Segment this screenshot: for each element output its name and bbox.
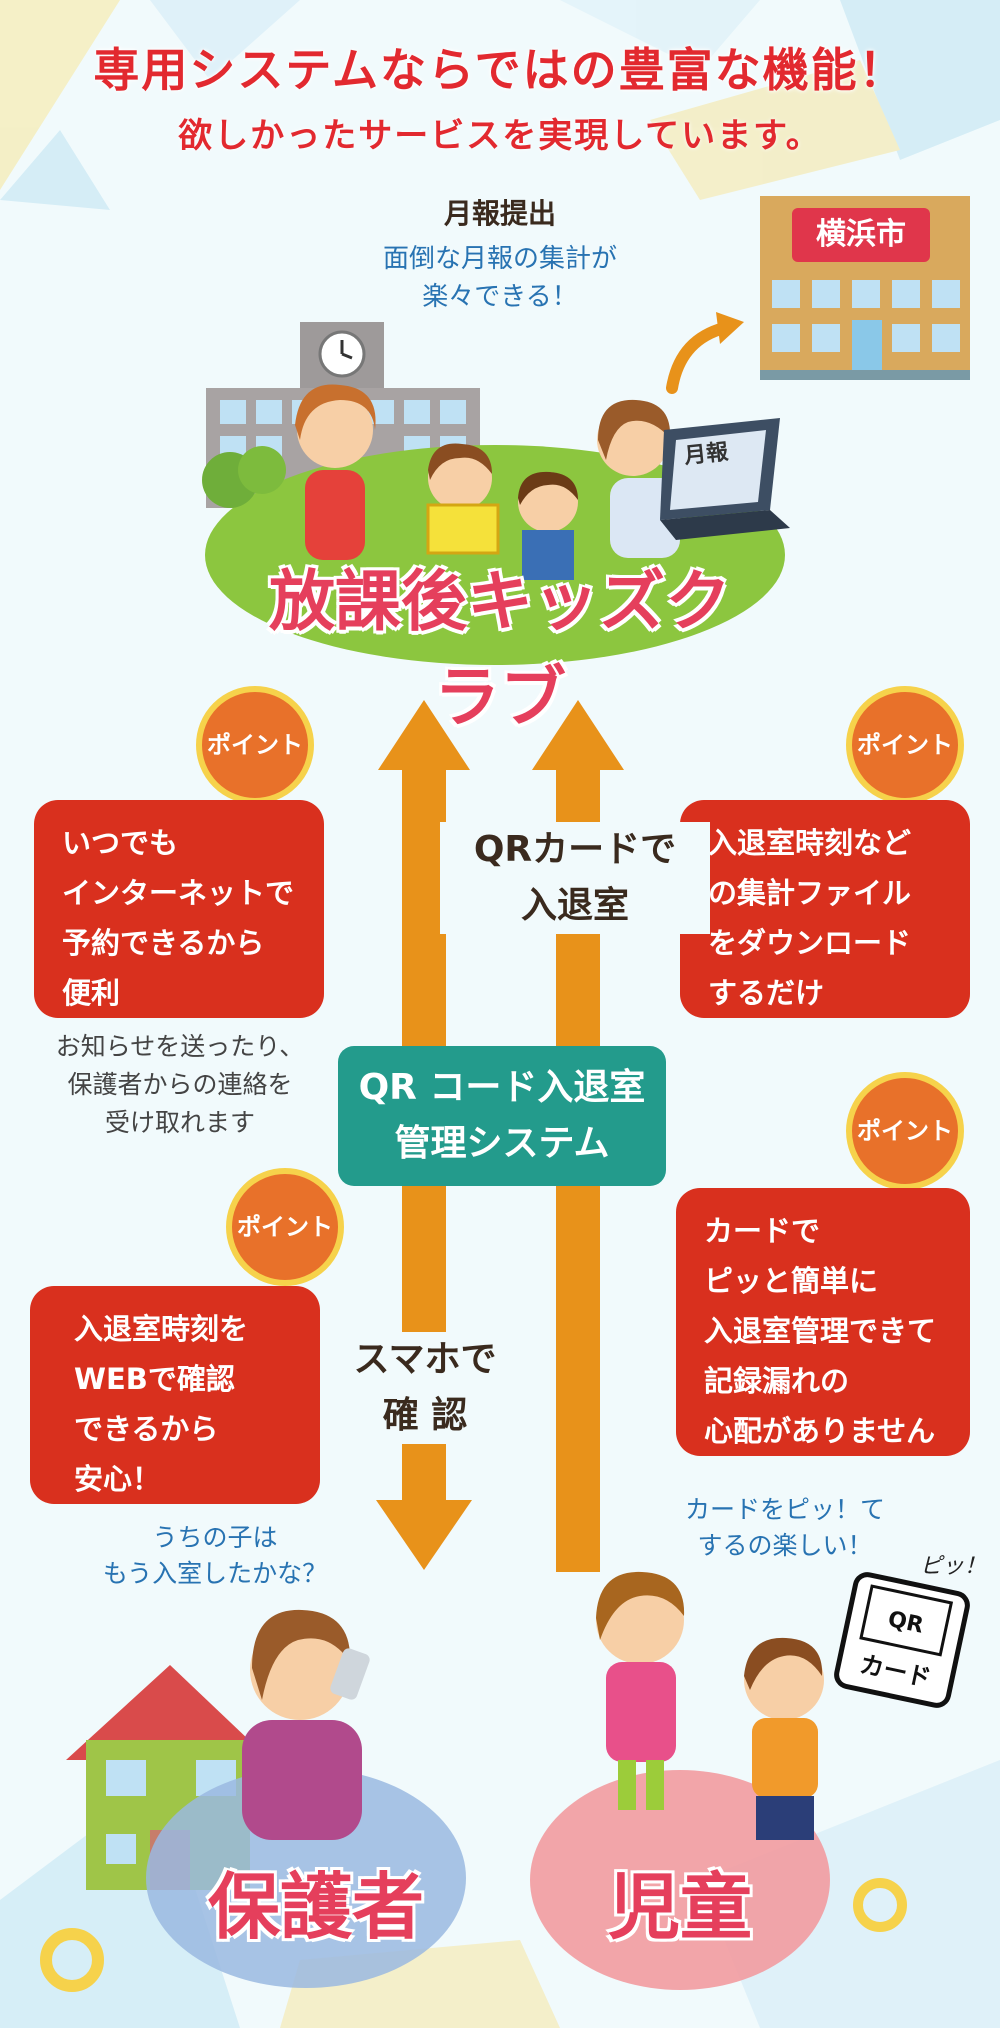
smartphone-check-label: スマホで 確 認 (330, 1332, 520, 1444)
feature-box-right-bottom: カードで ピッと簡単に 入退室管理できて 記録漏れの 心配がありません (676, 1188, 970, 1456)
monthly-report-desc: 面倒な月報の集計が 楽々できる！ (382, 244, 617, 312)
monthly-report-title: 月報提出 (443, 197, 556, 230)
laptop-doc-label: 月報 (683, 439, 730, 470)
role-label-child: 児童 (607, 1865, 752, 1949)
city-sign: 横浜市 (792, 208, 930, 262)
note-left-top: お知らせを送ったり、 保護者からの連絡を 受け取れます (55, 1032, 305, 1137)
page-title: 専用システムならではの豊富な機能！ (93, 43, 907, 97)
feature-box-left-bottom: 入退室時刻を WEBで確認 できるから 安心！ (30, 1286, 320, 1504)
role-label-parent: 保護者 (207, 1865, 424, 1949)
parent-illustration (242, 1609, 370, 1840)
club-label: 放課後キッズクラブ (269, 563, 731, 736)
parent-blob (146, 1768, 466, 1988)
kids-reading-illustration (426, 443, 578, 580)
child-blob (530, 1770, 830, 1990)
feature-box-right-top: 入退室時刻など の集計ファイル をダウンロード するだけ (680, 800, 970, 1018)
point-badge-right-top: ポイント (846, 686, 964, 804)
page-subtitle: 欲しかったサービスを実現しています。 (178, 116, 822, 156)
children-illustration (596, 1571, 824, 1840)
qr-card-illustration: QR カード (831, 1569, 973, 1711)
point-badge-left-bottom: ポイント (226, 1168, 344, 1286)
feature-box-left-top: いつでも インターネットで 予約できるから 便利 (34, 800, 324, 1018)
parent-thought-note: うちの子は もう入室したかな？ (102, 1523, 328, 1588)
point-badge-right-bottom: ポイント (846, 1072, 964, 1190)
qr-card-entry-label: QRカードで 入退室 (440, 822, 710, 934)
qr-card-frame-icon (834, 1572, 970, 1708)
qr-system-box: QR コード入退室 管理システム (338, 1046, 666, 1186)
woman-with-laptop-illustration (597, 399, 790, 558)
point-badge-left-top: ポイント (196, 686, 314, 804)
beep-text: ピッ！ (920, 1554, 987, 1579)
child-speech-note: カードをピッ！て するの楽しい！ (684, 1495, 885, 1560)
teacher-illustration (295, 384, 376, 560)
